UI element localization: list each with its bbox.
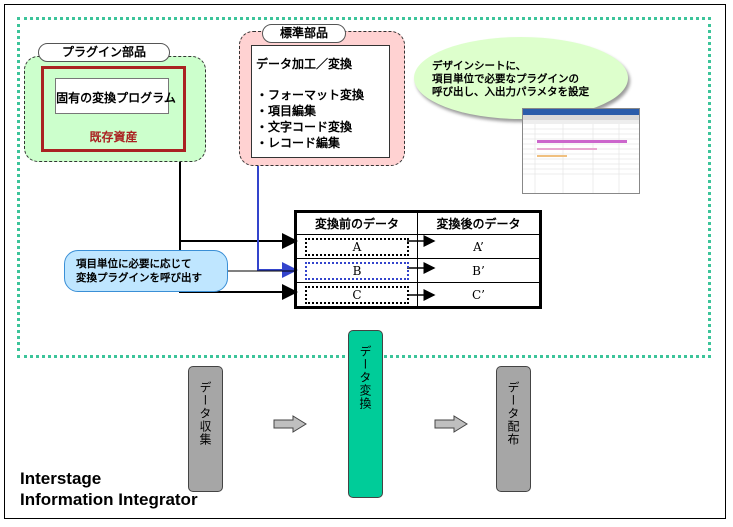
table-row: B B’ — [295, 258, 541, 283]
stage-convert: データ変換 — [348, 330, 383, 498]
stage-convert-label: データ変換 — [358, 345, 372, 410]
diagram-frame — [4, 4, 726, 519]
standard-to-b-line — [257, 166, 298, 278]
existing-asset-label: 既存資産 — [89, 130, 138, 144]
existing-asset-box — [41, 66, 186, 152]
standard-items-list: ・フォーマット変換 ・項目編集 ・文字コード変換 ・レコード編集 — [256, 87, 364, 151]
table-header-row: 変換前のデータ 変換後のデータ — [295, 211, 541, 235]
standard-parts-content — [251, 45, 390, 158]
table-row: C C’ — [295, 282, 541, 308]
after-cell: C’ — [417, 282, 541, 308]
plugin-call-callout — [64, 250, 228, 292]
column-header-after: 変換後のデータ — [417, 211, 541, 235]
design-sheet-note: デザインシートに、 項目単位で必要なプラグインの 呼び出し、入出力パラメタを設定 — [432, 60, 622, 99]
product-name-line: Interstage — [20, 469, 102, 488]
standard-item: ・文字コード変換 — [256, 120, 353, 134]
design-sheet-screenshot — [522, 108, 640, 194]
plugin-to-a-line — [179, 162, 298, 249]
plugin-call-callout-text: 項目単位に必要に応じて 変換プラグインを呼び出す — [76, 257, 226, 285]
spreadsheet-thumbnail-icon — [523, 109, 639, 193]
product-name-line: Information Integrator — [20, 490, 198, 509]
callout-line: 項目単位に必要に応じて — [76, 258, 192, 270]
plugin-parts-title: プラグイン部品 — [38, 43, 170, 62]
design-sheet-bubble — [414, 37, 628, 119]
callout-line: 変換プラグインを呼び出す — [76, 272, 202, 284]
before-cell: A — [295, 234, 418, 259]
before-cell: C — [295, 282, 418, 308]
stage-collect: データ収集 — [188, 366, 223, 492]
field-b: B — [305, 261, 409, 280]
right-arrow-icon — [434, 415, 468, 433]
standard-item: ・項目編集 — [256, 104, 317, 118]
standard-item: ・フォーマット変換 — [256, 88, 365, 102]
after-cell: B’ — [417, 258, 541, 283]
standard-parts-title: 標準部品 — [262, 24, 346, 43]
design-sheet-line: 項目単位で必要なプラグインの — [432, 73, 579, 85]
standard-item: ・レコード編集 — [256, 136, 341, 150]
stage-distribute-label: データ配布 — [506, 381, 520, 446]
design-sheet-line: 呼び出し、入出力パラメタを設定 — [432, 86, 590, 98]
program-label: 固有の変換プログラム — [56, 91, 176, 105]
standard-heading: データ加工／変換 — [256, 57, 353, 71]
field-c: C — [305, 285, 409, 304]
table-row: A A’ — [295, 234, 541, 259]
after-cell: A’ — [417, 234, 541, 259]
column-header-before: 変換前のデータ — [295, 211, 418, 235]
design-sheet-line: デザインシートに、 — [432, 60, 527, 72]
product-name: Interstage Information Integrator — [20, 468, 198, 510]
program-box — [55, 78, 169, 114]
stage-distribute: データ配布 — [496, 366, 531, 492]
before-cell: B — [295, 258, 418, 283]
data-conversion-table: 変換前のデータ 変換後のデータ A A’ B B’ C C’ — [294, 210, 542, 309]
field-a: A — [305, 237, 409, 256]
stage-collect-label: データ収集 — [198, 381, 212, 446]
right-arrow-icon — [273, 415, 307, 433]
